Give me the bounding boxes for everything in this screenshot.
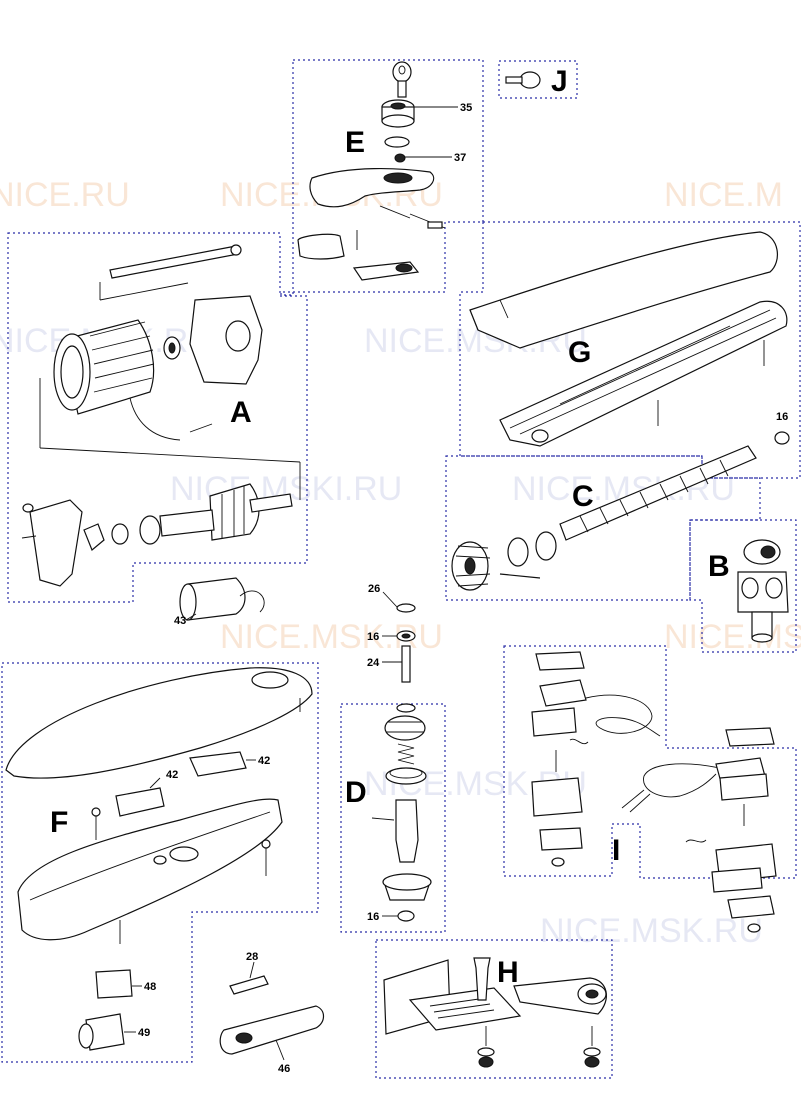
nut [394,153,406,163]
part-number: 26 [368,583,380,595]
group-c-outline [445,455,761,601]
group-i-label: I [612,834,620,867]
part-number: 28 [246,951,258,963]
gear [384,715,426,741]
group-f-outline [1,662,319,1063]
group-e-label: E [345,126,365,159]
base-profile [499,300,788,447]
pin [229,975,269,995]
magnet [535,651,585,671]
washer [397,910,415,922]
worm-screw [559,445,757,541]
watermark: NICE.RU [0,176,130,214]
washer [111,523,129,545]
part-number: 35 [460,102,472,114]
motor-rotor [159,483,293,541]
watermark: NICE.M [664,176,783,214]
washer [477,1047,495,1057]
circlip [396,603,416,613]
group-b-outline [689,519,797,653]
key-icon [505,71,541,89]
coupling [83,523,105,551]
spring [397,743,415,765]
housing-cover [5,667,313,779]
group-a-label: A [230,396,252,429]
pinion-gear [451,541,491,591]
lock-cylinder [381,99,415,128]
part-number: 16 [776,411,788,423]
group-g-label: G [568,336,591,369]
top-cover [469,231,778,349]
part-number: 24 [367,657,380,669]
rear-bracket [29,499,83,587]
bracket-eye [737,539,789,643]
capacitor [179,577,265,621]
bearing [139,515,161,545]
part-number: 42 [166,769,178,781]
watermark: NICE.MSK.RU [540,912,763,950]
group-j-outline [498,60,578,99]
bolt [473,957,491,1001]
group-i-outline [503,645,797,879]
washer [583,1047,601,1057]
release-handle [219,1005,325,1055]
cable [585,694,661,737]
switch-cover [531,777,583,817]
magnet [725,727,775,747]
pin [401,645,411,683]
group-e-outline [280,59,484,296]
group-h-label: H [497,956,519,989]
limit-switch [531,679,587,737]
group-h-outline [375,939,613,1079]
mount-plate [539,827,583,851]
shaft [395,799,419,863]
group-d-label: D [345,776,367,809]
switch-frame [711,867,763,893]
mount-plate [727,895,775,919]
washer [384,136,410,148]
housing-base [17,798,283,941]
part-number: 42 [258,755,270,767]
part-number: 16 [367,911,379,923]
gasket [95,969,133,999]
group-b-label: B [708,550,730,583]
part-number: 49 [138,1027,150,1039]
group-j-label: J [551,65,568,98]
part-number: 46 [278,1063,290,1075]
bearing [535,531,557,561]
cable [643,763,721,798]
part-number: 43 [174,615,186,627]
group-a-outline [7,232,308,603]
part-number: 48 [144,981,156,993]
motor-stator [53,319,155,415]
rear-bracket-arm [408,987,522,1031]
group-f-label: F [50,806,68,839]
nut [478,1056,494,1068]
nut [584,1056,600,1068]
clip [115,787,165,817]
part-number: 37 [454,152,466,164]
tie-rod [109,245,239,279]
limit-switch-body [719,773,769,801]
part-number: 16 [367,631,379,643]
group-c-label: C [572,480,594,513]
lever-cover [297,233,345,260]
watermark: NICE.MSK.RU [664,618,801,656]
key-icon [392,61,412,98]
bevel-gear [382,873,432,901]
connector [78,1013,125,1051]
group-d-outline [340,703,446,933]
clip [189,751,247,777]
